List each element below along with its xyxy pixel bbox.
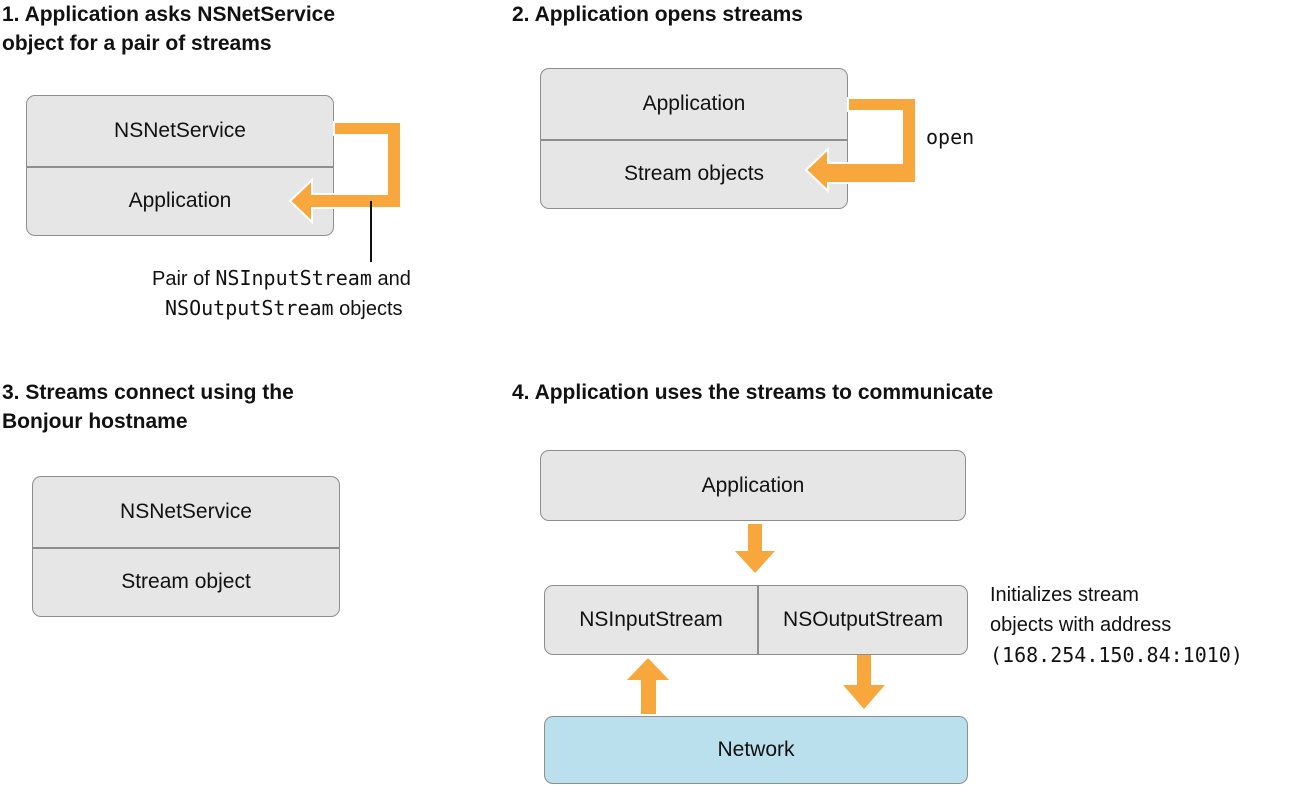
step3-box-nsnetservice: NSNetService (120, 500, 252, 523)
step1-box: NSNetService Application (26, 95, 334, 236)
callout-code-nsoutputstream: NSOutputStream (165, 296, 334, 320)
step3-box-divider (33, 547, 339, 549)
step3-heading: 3. Streams connect using the Bonjour hos… (2, 378, 294, 436)
step4-heading: 4. Application uses the streams to commu… (512, 381, 994, 404)
step4-arrow-app-to-streams (735, 524, 775, 573)
step1-heading-line2: object for a pair of streams (2, 32, 272, 55)
step3-heading-line1: 3. Streams connect using the (2, 381, 294, 404)
step4-arrow-output-to-network (843, 655, 885, 709)
step4-arrow-network-to-input (627, 658, 669, 714)
step2-open-label: open (926, 125, 975, 149)
step4-network-label: Network (717, 738, 795, 761)
step1-box-divider (27, 166, 333, 168)
step4-note-line2: objects with address (990, 614, 1172, 636)
step3-heading-line2: Bonjour hostname (2, 410, 188, 433)
step4-network-box: Network (544, 716, 968, 784)
step4-nsinputstream: NSInputStream (579, 608, 723, 631)
step4-streams-box: NSInputStream NSOutputStream (544, 585, 968, 655)
callout-text-and: and (371, 268, 411, 290)
step1-callout-line1: Pair of NSInputStream and (152, 263, 411, 294)
step4-application-box: Application (540, 450, 966, 521)
step4-note-line1: Initializes stream (990, 584, 1139, 606)
step1-callout-line2: NSOutputStream objects (165, 293, 403, 324)
step2-box-divider (541, 139, 847, 141)
step4-streams-divider (757, 586, 759, 654)
step4-note-address: (168.254.150.84:1010) (990, 643, 1243, 667)
step4-note: Initializes stream objects with address … (990, 580, 1243, 670)
step2-box: Application Stream objects (540, 68, 848, 209)
step1-box-application: Application (128, 189, 232, 212)
step2-hook-arrow (804, 97, 917, 194)
step2-box-stream-objects: Stream objects (623, 162, 765, 185)
step1-hook-arrow (288, 121, 402, 225)
step4-application-label: Application (701, 473, 805, 497)
step3-box: NSNetService Stream object (32, 476, 340, 617)
step4-nsoutputstream: NSOutputStream (783, 608, 943, 631)
callout-code-nsinputstream: NSInputStream (215, 266, 372, 290)
callout-text: Pair of (152, 268, 216, 290)
step1-heading-line1: 1. Application asks NSNetService (2, 3, 336, 26)
step2-box-application: Application (642, 92, 746, 115)
callout-text-objects: objects (333, 298, 403, 320)
step1-box-nsnetservice: NSNetService (114, 119, 246, 142)
step2-heading: 2. Application opens streams (512, 3, 803, 26)
step3-box-stream-object: Stream object (121, 570, 251, 593)
step1-heading: 1. Application asks NSNetService object … (2, 0, 335, 58)
